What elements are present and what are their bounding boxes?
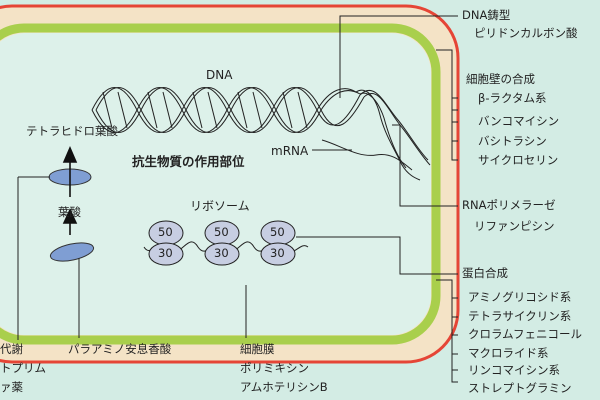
ribosome-2-large: 50	[214, 225, 229, 239]
protein-drug-macrolide: マクロライド系	[468, 346, 549, 360]
leader-lines	[17, 15, 458, 383]
rifampicin-label: リファンピシン	[474, 219, 555, 233]
ribosome-2-small: 30	[214, 246, 229, 260]
ribosome-3	[260, 220, 296, 266]
cell-membrane	[0, 23, 441, 345]
ribosome-1	[148, 220, 184, 266]
pathway-arrows	[62, 145, 78, 235]
ribosome-label: リボソーム	[190, 199, 250, 213]
metabolism-label: 代謝	[0, 342, 23, 356]
sulfa-drug-label: ァ薬	[0, 380, 23, 394]
cytoplasm	[0, 33, 431, 335]
ribosome-1-small: 30	[158, 246, 173, 260]
rna-polymerase-label: RNAポリメラーゼ	[462, 198, 556, 212]
thf-label: テトラヒドロ葉酸	[26, 124, 118, 138]
dna-template-label: DNA鋳型	[462, 8, 511, 22]
trimethoprim-label: トプリム	[0, 361, 46, 375]
wall-drug-vancomycin: バンコマイシン	[478, 114, 560, 128]
ribosome-2	[204, 220, 240, 266]
dna-label: DNA	[206, 68, 233, 82]
protein-drug-tetracycline: テトラサイクリン系	[468, 309, 572, 323]
wall-drug-bacitracin: バシトラシン	[478, 134, 547, 148]
folate-label: 葉酸	[58, 205, 81, 219]
mrna-strand	[321, 139, 413, 171]
protein-drug-chloramphenicol: クロラムフェニコール	[468, 327, 582, 341]
ribosome-3-small: 30	[270, 246, 285, 260]
mrna-label: mRNA	[271, 144, 309, 158]
protein-drug-aminoglycoside: アミノグリコシド系	[468, 290, 572, 304]
membrane-label: 細胞膜	[240, 342, 275, 356]
wall-drug-beta-lactam: β-ラクタム系	[478, 91, 547, 105]
diagram-title: 抗生物質の作用部位	[132, 154, 245, 169]
wall-drug-cycloserine: サイクロセリン	[478, 153, 559, 167]
paba-label: パラアミノ安息香酸	[68, 342, 172, 356]
ribosome-3-large: 50	[270, 225, 285, 239]
protein-drug-streptogramin: ストレプトグラミン	[468, 381, 572, 395]
pyridone-label: ピリドンカルボン酸	[474, 26, 578, 40]
amphotericin-label: アムホテリシンB	[240, 380, 328, 394]
polymyxin-label: ポリミキシン	[240, 361, 309, 375]
wall-synthesis-label: 細胞壁の合成	[466, 72, 535, 86]
protein-synthesis-label: 蛋白合成	[462, 266, 508, 280]
ribosome-1-large: 50	[158, 225, 173, 239]
protein-drug-lincomycin: リンコマイシン系	[468, 363, 560, 377]
enzyme-lower	[49, 242, 95, 262]
